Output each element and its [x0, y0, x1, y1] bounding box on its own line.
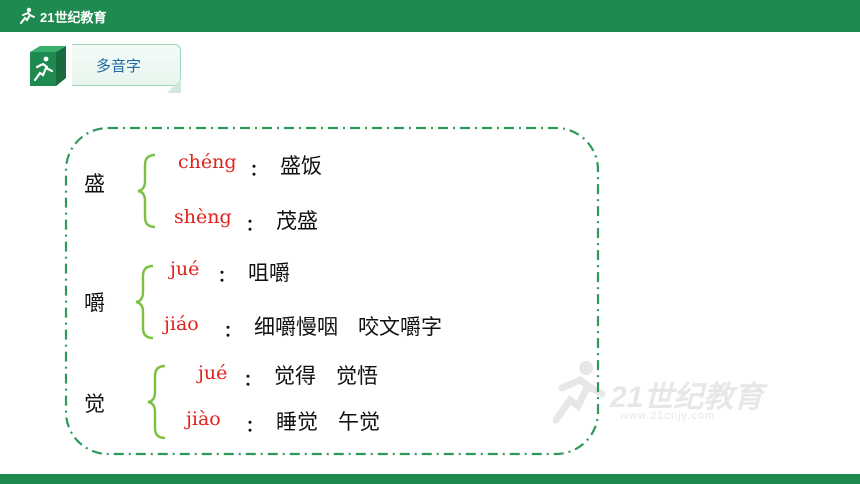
example-words: 觉得 觉悟 [274, 364, 379, 388]
brace-icon [137, 153, 156, 229]
brand-logo: 21世纪教育 [18, 6, 106, 26]
content-frame [64, 126, 600, 456]
colon: ： [244, 370, 261, 389]
pinyin: jiào [186, 408, 221, 430]
pinyin: jué [170, 258, 200, 280]
colon: ： [246, 416, 263, 435]
watermark-brand: 21世纪教育 [610, 381, 764, 414]
watermark-url: www.21cnjy.com [620, 410, 716, 422]
example-words: 睡觉 午觉 [276, 410, 381, 434]
section-title: 多音字 [96, 57, 142, 75]
polyphone-char: 盛 [84, 172, 105, 196]
example-words: 盛饭 [280, 154, 322, 178]
polyphone-char: 觉 [84, 392, 105, 416]
section-title-tab: 多音字 [72, 44, 181, 93]
colon: ： [224, 321, 241, 340]
pinyin: jué [198, 362, 228, 384]
example-words: 茂盛 [276, 209, 318, 233]
example-words: 细嚼慢咽 咬文嚼字 [254, 315, 443, 339]
pinyin: jiáo [164, 313, 199, 335]
page-fold-icon [167, 79, 181, 93]
brace-icon [147, 364, 166, 440]
cube-icon [30, 46, 66, 86]
brand-name: 21世纪教育 [40, 9, 107, 25]
colon: ： [218, 266, 235, 285]
colon: ： [246, 215, 263, 234]
colon: ： [250, 160, 267, 179]
watermark: 21世纪教育 www.21cnjy.com [540, 352, 830, 432]
runner-icon [20, 7, 35, 24]
example-words: 咀嚼 [248, 261, 290, 285]
pinyin: chéng [178, 151, 237, 173]
footer-bar [0, 474, 860, 484]
watermark-runner-icon [552, 361, 606, 424]
pinyin: shèng [174, 206, 232, 228]
brace-icon [135, 264, 154, 340]
polyphone-char: 嚼 [84, 291, 105, 315]
header-bar: 21世纪教育 [0, 0, 860, 32]
